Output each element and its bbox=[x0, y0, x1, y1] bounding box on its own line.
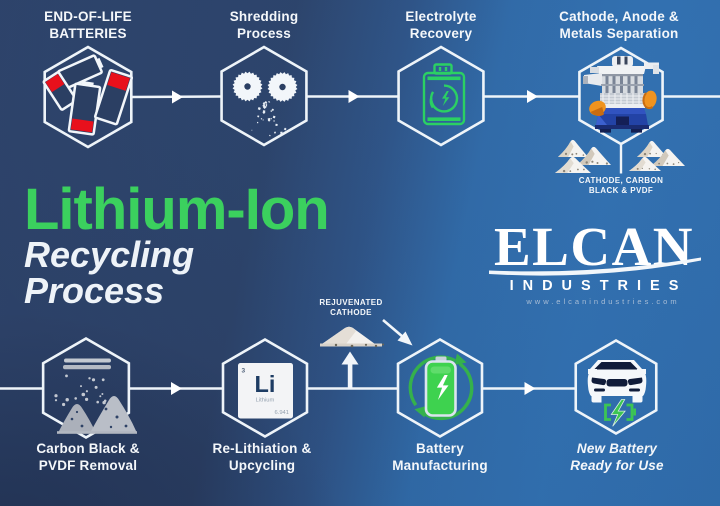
svg-text:Lithium: Lithium bbox=[256, 398, 275, 404]
svg-text:Li: Li bbox=[255, 371, 276, 397]
svg-text:6.941: 6.941 bbox=[274, 410, 289, 416]
svg-text:3: 3 bbox=[242, 368, 246, 375]
